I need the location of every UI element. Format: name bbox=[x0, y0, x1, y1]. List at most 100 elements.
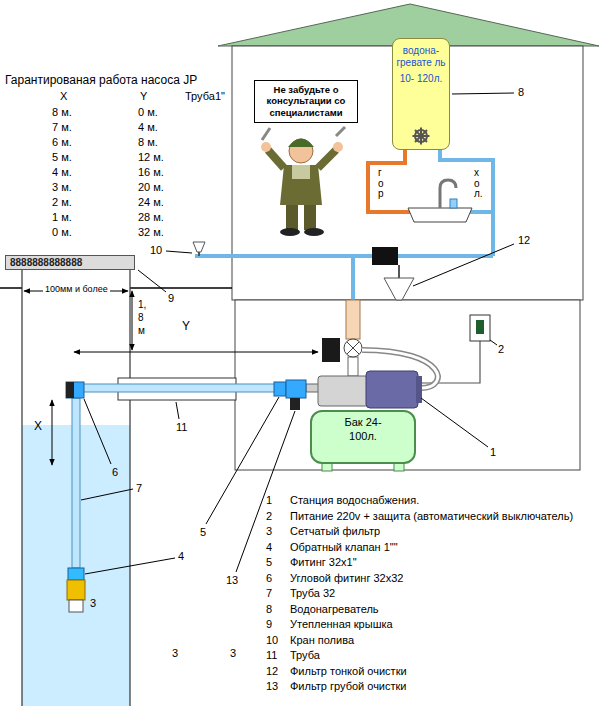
mechanic-figure bbox=[268, 150, 284, 168]
leader-lines bbox=[452, 93, 514, 94]
sink bbox=[440, 180, 456, 208]
dimension-label: 100мм и более bbox=[43, 284, 110, 294]
leader-lines bbox=[413, 244, 514, 286]
table-cell: 4 м. bbox=[138, 121, 158, 134]
suction-line bbox=[274, 382, 286, 396]
water-pipes bbox=[384, 278, 414, 300]
water-pipes bbox=[351, 256, 355, 300]
house bbox=[235, 300, 580, 470]
pump-station bbox=[306, 300, 438, 471]
water-pipes bbox=[198, 252, 200, 256]
water-pipes bbox=[195, 254, 493, 258]
water-pipes bbox=[398, 265, 400, 278]
well bbox=[129, 270, 130, 706]
sink bbox=[450, 199, 457, 208]
legend-number: 1 bbox=[266, 494, 272, 507]
leader-lines bbox=[166, 251, 192, 253]
insulated-lid: 8888888888888 bbox=[5, 255, 135, 270]
table-cell: 4 м. bbox=[52, 166, 72, 179]
mechanic-figure bbox=[336, 127, 345, 136]
legend-text: Утепленная крышка bbox=[290, 618, 393, 631]
suction-line bbox=[66, 382, 74, 398]
tank-box: Бак 24- 100л. bbox=[310, 410, 416, 464]
callout-number: 2 bbox=[498, 343, 504, 356]
legend-text: Кран полива bbox=[290, 634, 354, 647]
gear-icon bbox=[415, 130, 427, 142]
dimension-label: X bbox=[34, 420, 42, 434]
table-cell: 7 м. bbox=[52, 121, 72, 134]
legend-text: Фильтр грубой очистки bbox=[290, 680, 407, 693]
callout-number: 8 bbox=[518, 86, 524, 99]
suction-line bbox=[66, 382, 84, 398]
leader-lines bbox=[176, 402, 179, 419]
pump-station bbox=[344, 339, 362, 357]
leader-lines bbox=[138, 270, 166, 292]
legend-text: Обратный клапан 1"" bbox=[290, 541, 398, 554]
callout-number: 13 bbox=[226, 574, 238, 587]
legend-text: Водонагреватель bbox=[290, 603, 379, 616]
table-header: X bbox=[60, 90, 67, 103]
node-text: 10- 120л. bbox=[395, 73, 447, 85]
legend-number: 2 bbox=[266, 510, 272, 523]
pump-station bbox=[366, 371, 418, 408]
table-cell: 0 м. bbox=[138, 106, 158, 119]
sink-label: г о р bbox=[378, 168, 387, 200]
callout-number: 10 bbox=[150, 244, 162, 257]
table-cell: 16 м. bbox=[138, 166, 164, 179]
table-cell: 24 м. bbox=[138, 196, 164, 209]
water-heater: водона- гревате ль 10- 120л. bbox=[392, 38, 450, 150]
node-text: водона- гревате ль bbox=[395, 45, 447, 69]
legend-number: 10 bbox=[266, 634, 278, 647]
node-text: 8888888888888 bbox=[10, 256, 130, 269]
legend-number: 13 bbox=[266, 680, 278, 693]
leader-lines bbox=[236, 411, 295, 572]
pump-station bbox=[346, 300, 360, 339]
sink-label: х о л. bbox=[474, 168, 483, 200]
dimension-lines bbox=[132, 291, 133, 350]
ground-line bbox=[0, 288, 232, 289]
legend-text: Станция водоснабжения. bbox=[290, 494, 419, 507]
ground-line bbox=[130, 287, 232, 289]
leader-lines bbox=[421, 398, 488, 447]
legend-text: Фильтр тонкой очистки bbox=[290, 665, 407, 678]
legend-number: 11 bbox=[266, 649, 277, 662]
dimension-label: 1, 8 м bbox=[138, 298, 150, 337]
mechanic-figure bbox=[261, 127, 345, 236]
mechanic-figure bbox=[262, 128, 270, 140]
node-text: Бак 24- 100л. bbox=[341, 416, 385, 444]
pump-station bbox=[348, 357, 358, 376]
suction-line bbox=[69, 600, 83, 612]
legend-number: 5 bbox=[266, 556, 272, 569]
legend-text: Труба 32 bbox=[290, 587, 335, 600]
water-pipes bbox=[193, 148, 493, 300]
note-box: Не забудьте о консультации со специалист… bbox=[254, 80, 358, 123]
water-pipes bbox=[372, 247, 398, 265]
legend-text: Фитинг 32x1" bbox=[290, 556, 357, 569]
gear-icon bbox=[412, 127, 430, 145]
table-cell: 6 м. bbox=[52, 136, 72, 149]
pump-station bbox=[347, 342, 359, 354]
legend-text: Угловой фитинг 32x32 bbox=[290, 572, 403, 585]
table-cell: 8 м. bbox=[52, 106, 72, 119]
callout-number: 6 bbox=[112, 466, 118, 479]
dimension-lines bbox=[52, 400, 53, 465]
sink bbox=[408, 180, 472, 222]
table-cell: 20 м. bbox=[138, 181, 164, 194]
water-pipes bbox=[368, 148, 410, 212]
callout-number: 3 bbox=[172, 647, 178, 660]
mechanic-figure bbox=[289, 139, 313, 163]
callout-number: 7 bbox=[136, 482, 142, 495]
legend-number: 3 bbox=[266, 525, 272, 538]
mechanic-figure bbox=[333, 142, 343, 152]
well bbox=[21, 270, 22, 706]
mechanic-figure bbox=[261, 142, 271, 152]
pump-station bbox=[318, 376, 368, 406]
water-pipes bbox=[440, 148, 493, 256]
house bbox=[218, 4, 599, 470]
mechanic-figure bbox=[292, 165, 310, 179]
suction-line bbox=[80, 384, 276, 392]
table-cell: 3 м. bbox=[52, 181, 72, 194]
table-header: Y bbox=[140, 90, 147, 103]
table-cell: 28 м. bbox=[138, 211, 164, 224]
legend-number: 9 bbox=[266, 618, 272, 631]
